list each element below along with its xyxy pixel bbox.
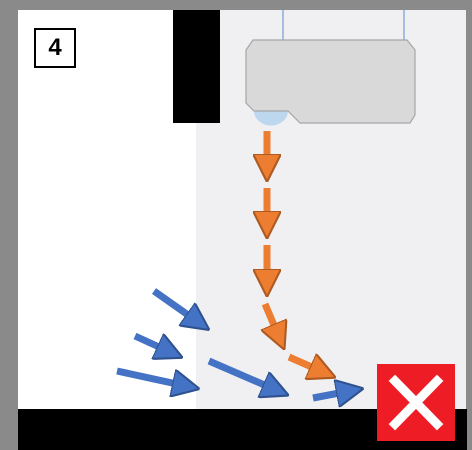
red-x-mark-icon (377, 364, 455, 441)
ceiling-pillar (173, 10, 220, 123)
step-number-label: 4 (48, 34, 61, 62)
step-number-badge: 4 (34, 28, 76, 68)
